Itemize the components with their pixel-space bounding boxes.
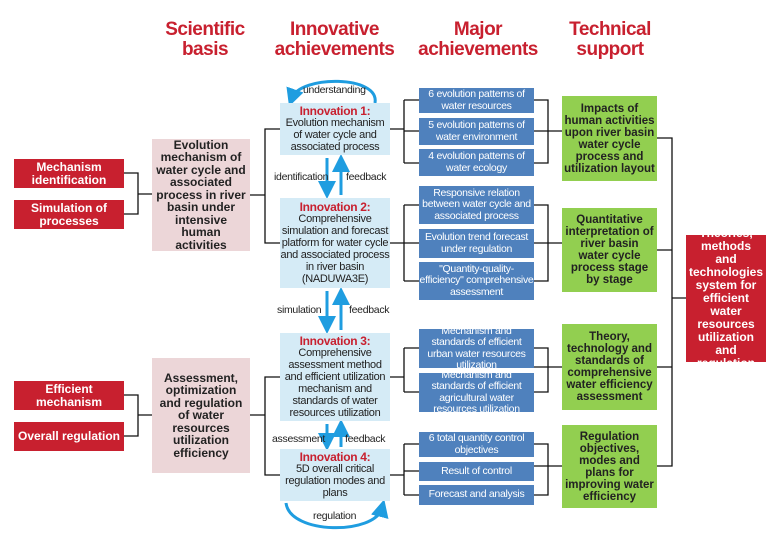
basis-evolution-mechanism: Evolution mechanism of water cycle and a… xyxy=(152,139,250,251)
identification-label: identification xyxy=(274,171,329,183)
innovation-text: 5D overall critical regulation modes and… xyxy=(285,463,385,499)
major-item: 6 total quantity control objectives xyxy=(419,432,534,457)
major-item: Forecast and analysis xyxy=(419,485,534,505)
innovation-title: Innovation 3: xyxy=(299,334,371,348)
technical-item: Theory, technology and standards of comp… xyxy=(562,324,657,410)
final-system-box: Theories, methods and technologies syste… xyxy=(686,227,766,370)
major-item: Mechanism and standards of efficient agr… xyxy=(419,369,534,415)
mechanism-identification-box: Mechanism identification xyxy=(14,159,124,188)
innovation-title: Innovation 1: xyxy=(299,104,371,118)
major-item: 6 evolution patterns of water resources xyxy=(419,88,534,113)
header-technical-support: Technical support xyxy=(569,19,651,60)
major-item: 4 evolution patterns of water ecology xyxy=(419,149,534,176)
innovation-3-box: Innovation 3:Comprehensive assessment me… xyxy=(280,333,390,421)
assessment-label: assessment xyxy=(272,433,326,445)
innovation-text: Comprehensive assessment method and effi… xyxy=(284,347,386,419)
major-item: Responsive relation between water cycle … xyxy=(419,186,534,224)
technical-item: Quantitative interpretation of river bas… xyxy=(562,208,657,292)
basis-assessment-optimization: Assessment, optimization and regulation … xyxy=(152,358,250,473)
overall-regulation-box: Overall regulation xyxy=(14,422,124,451)
innovation-2-box: Innovation 2:Comprehensive simulation an… xyxy=(280,198,390,288)
innovation-title: Innovation 2: xyxy=(299,200,371,214)
efficient-mechanism-box: Efficient mechanism xyxy=(14,381,124,410)
feedback-label: feedback xyxy=(345,433,386,445)
innovation-text: Comprehensive simulation and forecast pl… xyxy=(280,213,390,285)
header-innovative-achievements: Innovative achievements xyxy=(274,19,395,60)
simulation-of-processes-box: Simulation of processes xyxy=(14,200,124,229)
major-item: Result of control xyxy=(419,462,534,481)
major-item: 5 evolution patterns of water environmen… xyxy=(419,118,534,145)
innovation-1-box: Innovation 1:Evolution mechanism of wate… xyxy=(280,103,390,155)
major-item: Mechanism and standards of efficient urb… xyxy=(419,325,534,371)
header-scientific-basis: Scientific basis xyxy=(165,19,245,60)
major-item: Evolution trend forecast under regulatio… xyxy=(419,229,534,258)
technical-item: Regulation objectives, modes and plans f… xyxy=(562,425,657,508)
feedback-label: feedback xyxy=(346,171,387,183)
feedback-label: feedback xyxy=(349,304,390,316)
innovation-title: Innovation 4: xyxy=(299,450,371,464)
innovation-4-box: Innovation 4:5D overall critical regulat… xyxy=(280,449,390,501)
understanding-label: understanding xyxy=(303,84,366,96)
innovation-text: Evolution mechanism of water cycle and a… xyxy=(285,117,385,153)
regulation-label: regulation xyxy=(313,510,357,522)
header-major-achievements: Major achievements xyxy=(418,19,538,60)
major-item: "Quantity-quality-efficiency" comprehens… xyxy=(419,262,534,300)
simulation-label: simulation xyxy=(277,304,322,316)
technical-item: Impacts of human activities upon river b… xyxy=(562,96,657,181)
